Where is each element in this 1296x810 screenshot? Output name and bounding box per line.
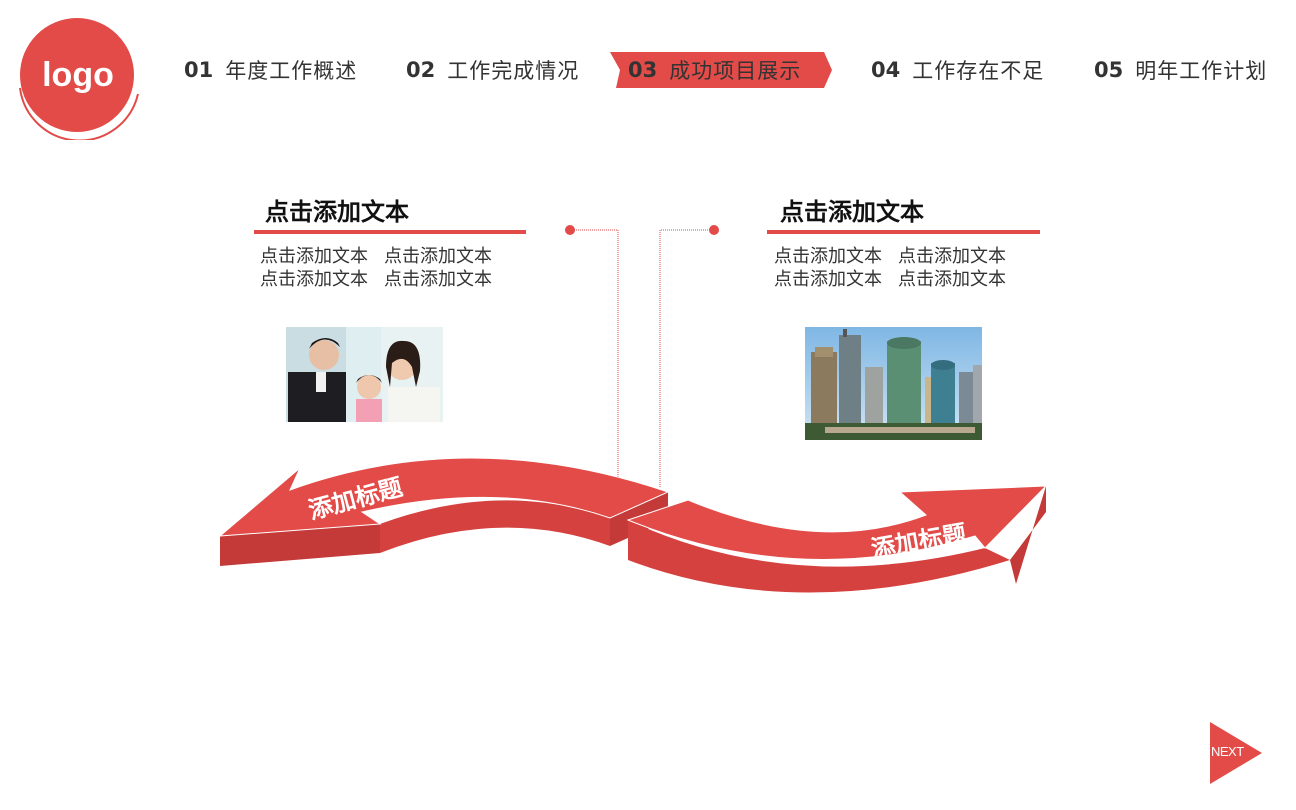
right-panel-divider xyxy=(767,230,1040,234)
nav-item-next-year-plan[interactable]: 05 明年工作计划 xyxy=(1094,58,1268,83)
logo-text: logo xyxy=(42,55,114,94)
nav-item-shortcomings[interactable]: 04 工作存在不足 xyxy=(871,58,1045,83)
active-tab-background xyxy=(610,52,832,88)
right-panel-title[interactable]: 点击添加文本 xyxy=(780,198,924,226)
right-arrow-shape xyxy=(626,485,1048,593)
play-triangle-icon xyxy=(1210,722,1262,784)
nav-item-projects[interactable]: 03 成功项目展示 xyxy=(628,58,802,83)
family-photo xyxy=(286,327,443,422)
logo-circle-icon xyxy=(19,18,139,140)
left-panel-text[interactable]: 点击添加文本 点击添加文本 点击添加文本 点击添加文本 xyxy=(260,246,492,290)
right-panel-text[interactable]: 点击添加文本 点击添加文本 点击添加文本 点击添加文本 xyxy=(774,246,1006,290)
nav-item-completion[interactable]: 02 工作完成情况 xyxy=(406,58,580,83)
logo: logo xyxy=(16,18,142,140)
left-panel-divider xyxy=(254,230,526,234)
top-navigation: 01 年度工作概述 02 工作完成情况 03 成功项目展示 04 工作存在不足 … xyxy=(0,50,1296,90)
left-arrow-shape xyxy=(218,457,670,566)
next-button[interactable]: NEXT xyxy=(1208,722,1264,784)
left-panel-title[interactable]: 点击添加文本 xyxy=(265,198,409,226)
nav-item-overview[interactable]: 01 年度工作概述 xyxy=(184,58,358,83)
city-skyline-photo xyxy=(805,327,982,440)
